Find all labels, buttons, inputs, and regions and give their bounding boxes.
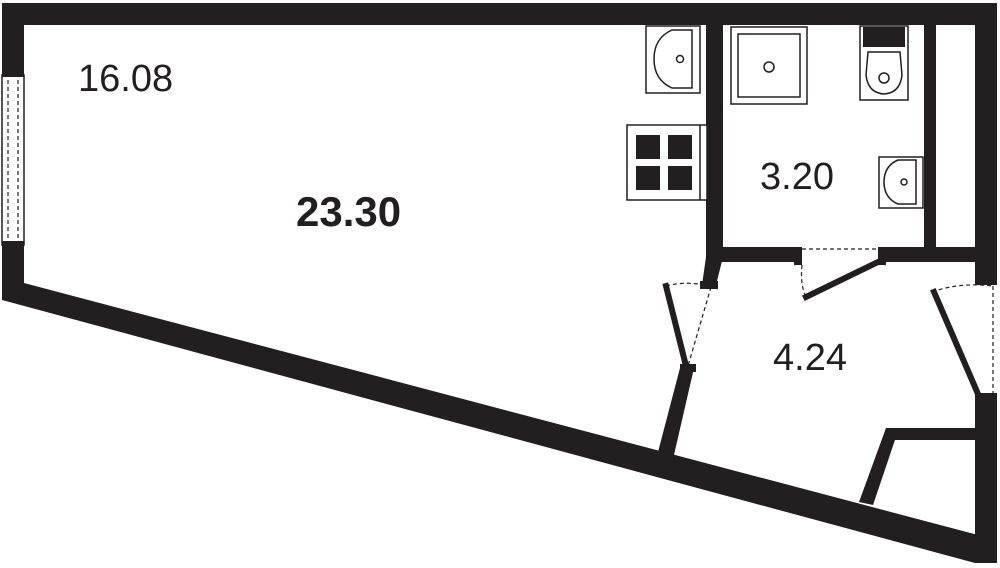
stove-icon bbox=[626, 124, 708, 201]
kitchen-sink-icon bbox=[645, 25, 701, 94]
door-icon bbox=[662, 247, 997, 403]
hallway-area-label: 4.24 bbox=[773, 337, 847, 379]
closet-top-wall bbox=[886, 428, 975, 440]
closet-side-wall bbox=[859, 428, 897, 505]
right-wall-lower bbox=[975, 398, 997, 563]
left-wall-upper bbox=[2, 3, 24, 75]
toilet-icon bbox=[859, 25, 909, 101]
shower-tray-icon bbox=[730, 26, 808, 105]
total-area-label: 23.30 bbox=[296, 188, 401, 235]
bathroom-bottom-wall-left bbox=[706, 247, 798, 262]
hallway-wall-upper bbox=[702, 257, 723, 285]
hallway-wall-lower bbox=[658, 368, 694, 455]
bottom-slanted-wall bbox=[2, 280, 997, 563]
top-wall-strip bbox=[2, 3, 975, 25]
window-icon bbox=[1, 70, 25, 248]
bathroom-left-wall bbox=[706, 25, 723, 257]
right-wall-upper bbox=[975, 3, 997, 281]
bathroom-area-label: 3.20 bbox=[760, 156, 834, 198]
shaft-wall bbox=[924, 25, 936, 250]
washbasin-icon bbox=[878, 156, 924, 209]
interior-walls bbox=[658, 25, 975, 505]
living-area-label: 16.08 bbox=[78, 58, 173, 100]
bathroom-bottom-wall-right bbox=[884, 247, 975, 262]
outer-walls bbox=[2, 3, 997, 563]
